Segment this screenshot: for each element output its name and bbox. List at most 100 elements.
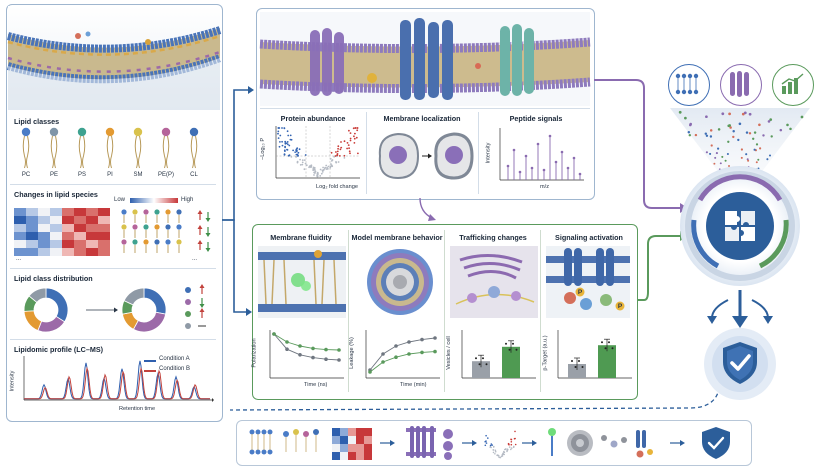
volcano-point (294, 151, 297, 153)
arrow-down-icon (205, 233, 211, 237)
volcano-point (277, 127, 280, 129)
panel-subtitle: Signaling activation (555, 233, 623, 242)
heatmap-cell (98, 208, 110, 216)
volcano-point (303, 168, 306, 171)
lcms-chromatogram (23, 356, 214, 402)
volcano-point (288, 144, 291, 147)
volcano-point (322, 166, 324, 169)
volcano-point (504, 448, 507, 451)
heatmap-cell (98, 224, 110, 232)
funnel-dot (710, 144, 713, 147)
heatmap-cell (98, 232, 110, 240)
funnel-dot (755, 161, 758, 164)
lipid-tail (138, 135, 142, 169)
heatmap-cell (98, 248, 110, 256)
volcano-point (287, 154, 290, 157)
heatmap-cell (62, 224, 74, 232)
lipid-species-icon (176, 239, 182, 245)
funnel-dot (709, 135, 713, 138)
arrow-down-icon (199, 304, 205, 308)
heatmap-cell (348, 428, 356, 436)
legend-low-label: Low (114, 197, 126, 203)
funnel-dot (758, 123, 761, 127)
legend-swatch (185, 323, 191, 329)
funnel-dot (740, 148, 744, 151)
data-point (512, 342, 514, 345)
lipid-species-icon (176, 209, 182, 215)
volcano-point (281, 127, 283, 129)
heatmap-cell (74, 240, 86, 248)
heatmap-cell (340, 436, 348, 444)
condition-b-label: Condition B (159, 366, 191, 372)
data-point (611, 347, 614, 350)
heatmap-cell (38, 248, 50, 256)
funnel-dot (745, 131, 749, 134)
volcano-point (510, 447, 513, 449)
heatmap-cell (62, 208, 74, 216)
spectrum-peak-marker (554, 160, 558, 164)
funnel-dot (728, 124, 731, 127)
heatmap-cell (26, 248, 38, 256)
volcano-point (335, 161, 337, 163)
volcano-point (327, 165, 330, 168)
volcano-point (337, 145, 340, 148)
lipid-species-icon (165, 209, 171, 215)
volcano-point (494, 453, 496, 455)
funnel-dot (755, 143, 759, 146)
volcano-point (485, 440, 487, 442)
funnel-dot (728, 112, 731, 116)
volcano-point (353, 135, 355, 138)
volcano-point (310, 164, 313, 167)
series-line (273, 333, 340, 361)
lipid-tail (134, 135, 138, 169)
heatmap-cell (74, 232, 86, 240)
volcano-point (284, 146, 286, 149)
volcano-point (506, 449, 508, 452)
lipid-bilayer-icon-glyph (675, 73, 699, 95)
funnel-dot (759, 147, 762, 150)
volcano-point (349, 132, 352, 134)
data-point (485, 363, 488, 366)
heatmap-cell (14, 216, 26, 224)
volcano-point (491, 444, 493, 446)
volcano-point (346, 142, 349, 144)
legend-swatch (185, 311, 191, 317)
funnel-dot (719, 162, 722, 165)
heatmap-cell (86, 240, 98, 248)
peptide-spectrum (499, 128, 584, 181)
data-point (505, 342, 507, 345)
arrow-down-icon (205, 218, 211, 222)
lipid-class-label: SM (133, 172, 143, 178)
lipid-species-icon (132, 239, 138, 245)
separator (10, 268, 216, 269)
condition-a-swatch (144, 360, 156, 362)
volcano-point (319, 168, 322, 171)
volcano-point (337, 147, 339, 150)
volcano-point (284, 140, 287, 143)
donut-slice (123, 287, 145, 306)
heatmap-cell (38, 240, 50, 248)
series-line (369, 351, 436, 373)
lipid-species-icon (143, 209, 149, 215)
volcano-point (316, 175, 319, 178)
funnel-dot (741, 112, 745, 116)
heatmap-cell (332, 452, 340, 460)
funnel-dot (753, 148, 756, 151)
lipid-tail (22, 135, 26, 169)
lipid-species-icon (132, 209, 138, 215)
heatmap-cell (26, 208, 38, 216)
heatmap-cell (14, 248, 26, 256)
legend-high-label: High (181, 197, 194, 203)
volcano-point (305, 164, 308, 167)
membrane-protein-illustration (259, 12, 591, 106)
funnel-dot (753, 131, 757, 134)
separator (10, 184, 216, 185)
funnel-dot (689, 123, 692, 127)
phospho-marker: P (577, 289, 583, 296)
heatmap-cell (348, 436, 356, 444)
volcano-point (331, 165, 334, 168)
volcano-point (286, 141, 289, 143)
funnel-dot (762, 134, 765, 137)
heatmap-cell (26, 216, 38, 224)
liposome-illustration (367, 249, 433, 315)
